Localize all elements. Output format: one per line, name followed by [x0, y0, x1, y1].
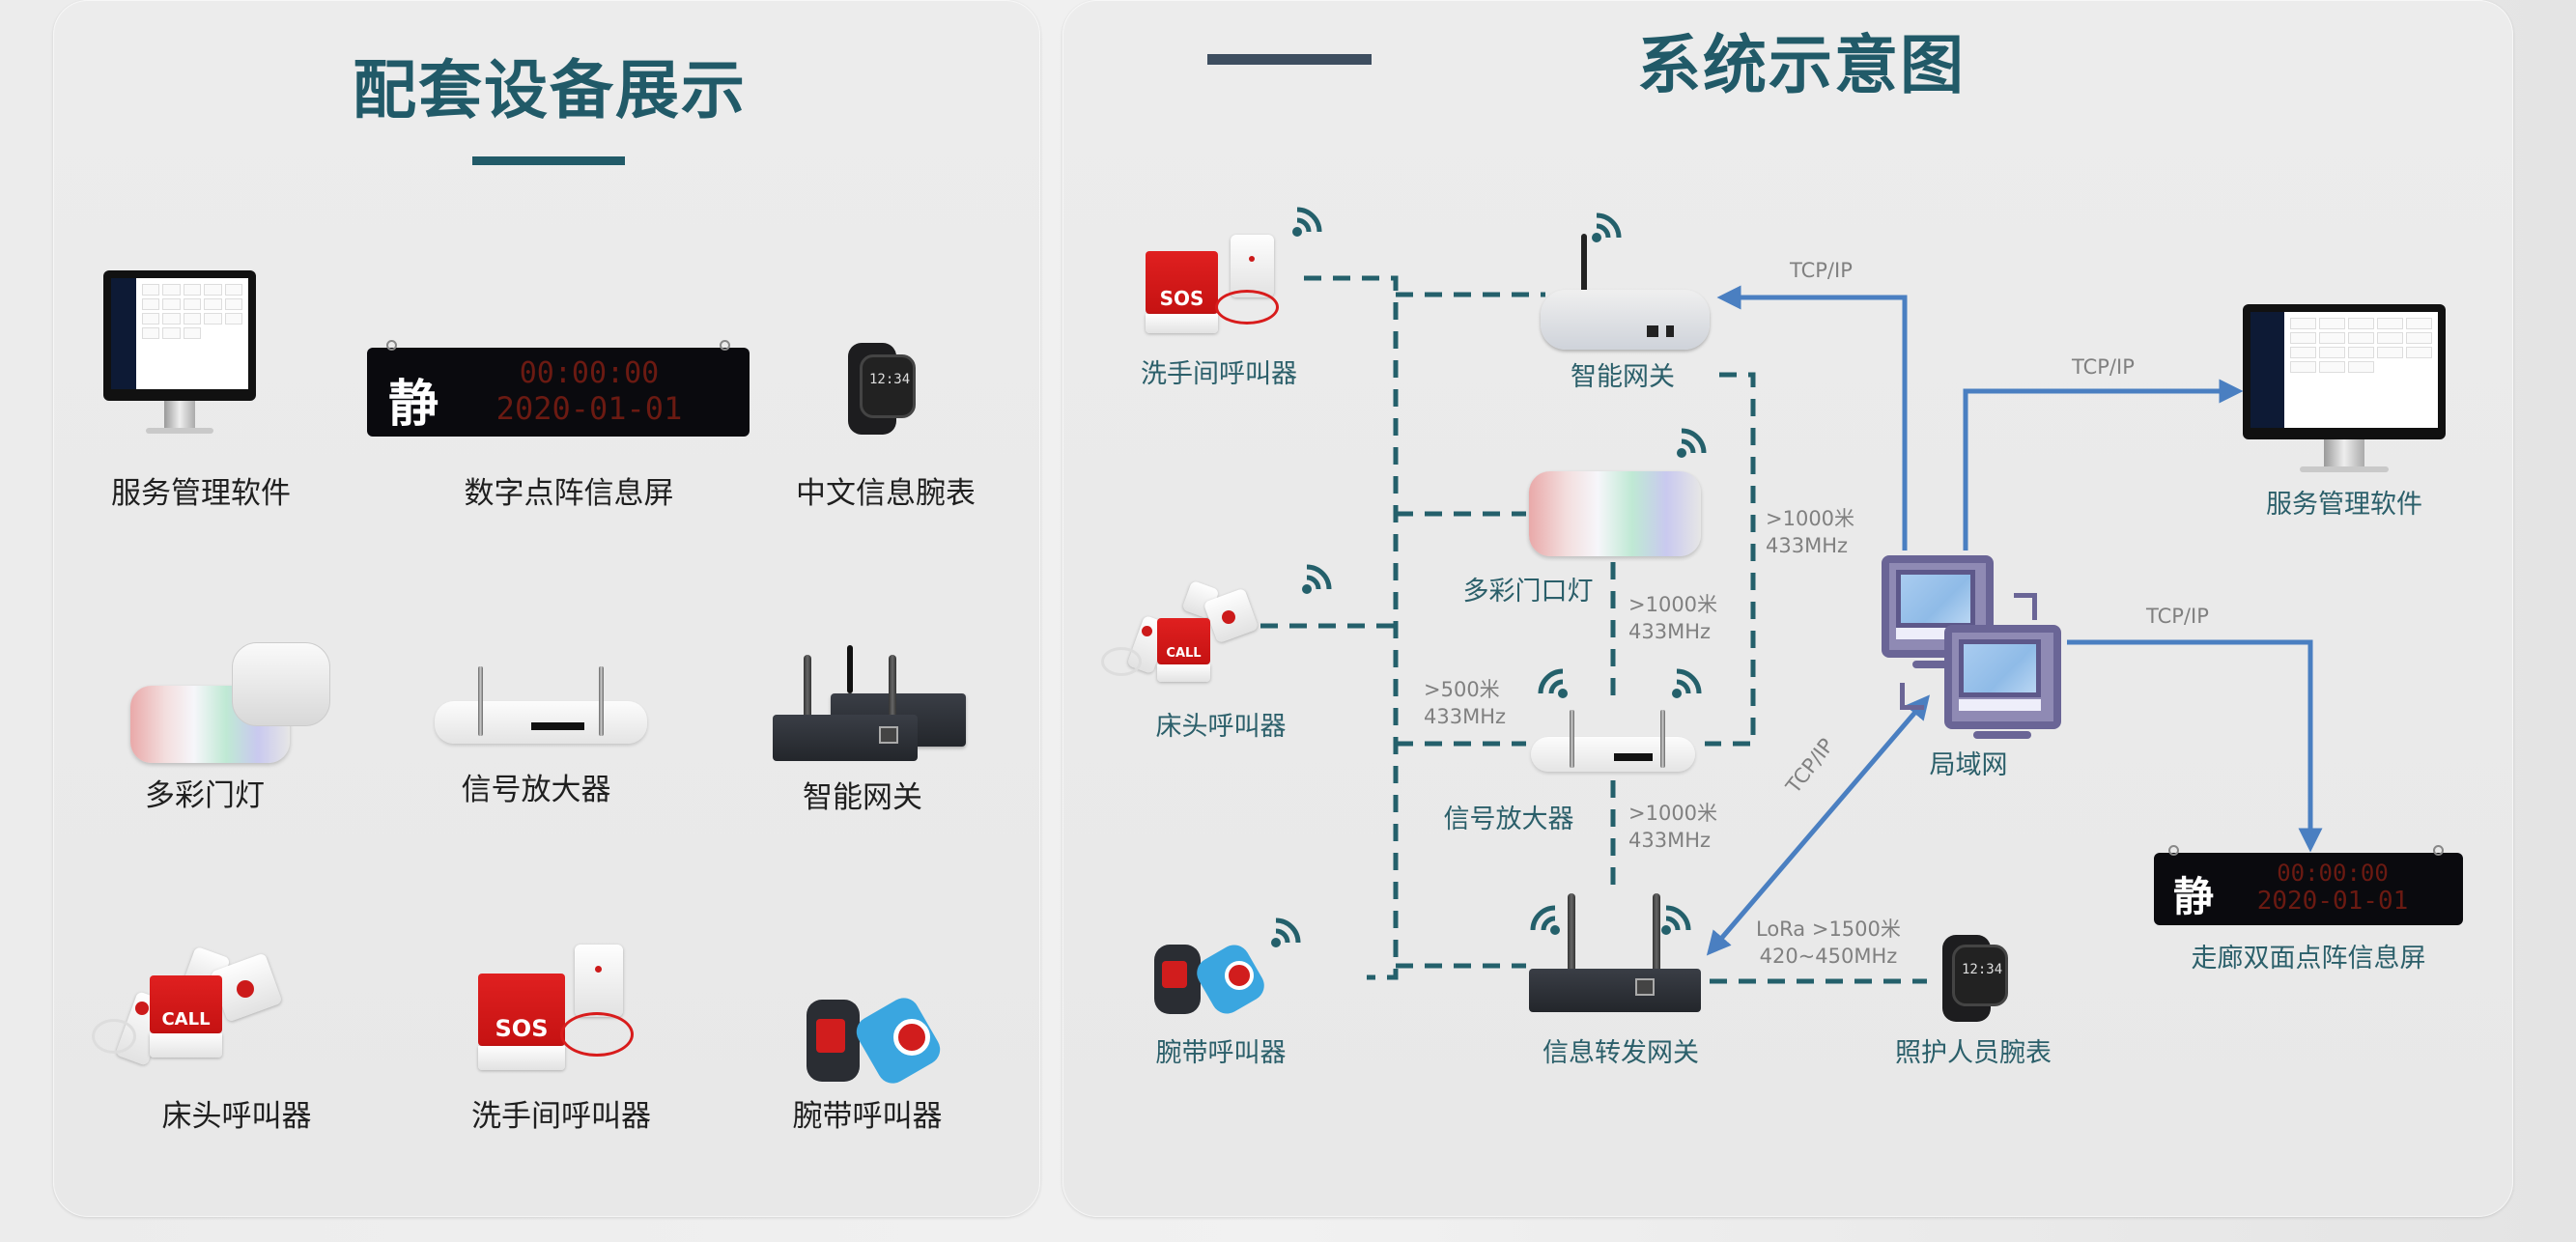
gateway-icon: [773, 645, 966, 761]
device-label-bathroom-caller: 洗手间呼叫器: [471, 1099, 651, 1134]
node-wrist-caller: [1154, 939, 1289, 1020]
system-diagram-panel: [1062, 0, 2513, 1217]
led-date: 2020-01-01: [495, 390, 683, 427]
wifi-icon: [1538, 668, 1568, 698]
door-light-icon: [130, 637, 338, 763]
rf-link-gateway-amp: [1705, 372, 1756, 747]
sos-button-icon: SOS: [478, 945, 642, 1089]
wristband-icon: [807, 992, 971, 1089]
device-label-signal-amp: 信号放大器: [461, 773, 611, 807]
wifi-icon: [1672, 668, 1702, 698]
node-label-bedside-caller: 床头呼叫器: [1155, 712, 1287, 742]
lan-icon: [1879, 552, 2062, 739]
wifi-icon: [1530, 905, 1560, 935]
node-label-smart-gateway: 智能网关: [1571, 362, 1675, 392]
device-label-info-watch: 中文信息腕表: [796, 476, 976, 511]
node-forward-gateway: [1529, 893, 1701, 1014]
wifi-icon: [1292, 207, 1322, 237]
title-decor-bar: [1207, 54, 1372, 65]
node-carer-watch: 12:34: [1935, 935, 2012, 1022]
led-time: 00:00:00: [519, 356, 660, 390]
node-smart-gateway: [1541, 234, 1714, 350]
node-label-door-light: 多彩门口灯: [1462, 577, 1594, 607]
link-label-lan-display: TCP/IP: [2146, 605, 2209, 628]
node-label-carer-watch: 照护人员腕表: [1895, 1038, 2052, 1068]
link-label-lan-software: TCP/IP: [2072, 355, 2135, 379]
node-software-monitor: [2243, 304, 2446, 478]
node-bathroom-caller: SOS: [1146, 232, 1290, 338]
equipment-title: 配套设备展示: [353, 53, 747, 127]
link-label-gateway-lan: TCP/IP: [1790, 259, 1853, 282]
equipment-panel: 配套设备展示 服务管理软件 静 00:00:00 2020-01-01 数字点阵…: [53, 0, 1040, 1217]
wifi-icon: [1677, 428, 1707, 458]
monitor-icon: [103, 270, 256, 439]
tcp-links: [1706, 285, 2323, 956]
rf-links: [1260, 275, 1927, 984]
node-bedside-caller: CALL: [1101, 579, 1260, 695]
device-label-wrist-caller: 腕带呼叫器: [792, 1099, 943, 1134]
node-label-corridor-display: 走廊双面点阵信息屏: [2191, 944, 2426, 974]
title-underline: [472, 156, 625, 165]
tcp-link-software: [1963, 379, 2244, 550]
link-label-light-amp: >1000米 433MHz: [1628, 593, 1718, 643]
node-corridor-display: 静 00:00:00 2020-01-01: [2154, 845, 2463, 925]
node-label-lan: 局域网: [1929, 750, 2008, 780]
diagram-title: 系统示意图: [1637, 28, 1966, 102]
device-label-door-light: 多彩门灯: [145, 778, 265, 813]
node-door-light: [1529, 471, 1701, 558]
node-label-software: 服务管理软件: [2266, 490, 2422, 520]
link-label-amp-forward: >1000米 433MHz: [1628, 802, 1718, 852]
node-label-forward-gateway: 信息转发网关: [1543, 1038, 1699, 1068]
device-label-led-display: 数字点阵信息屏: [464, 476, 674, 511]
link-label-bed-amp: >500米 433MHz: [1424, 678, 1507, 728]
amplifier-icon: [435, 666, 647, 744]
device-label-bedside-caller: 床头呼叫器: [161, 1099, 312, 1134]
tcp-link-gateway: [1716, 285, 1908, 550]
device-label-smart-gateway: 智能网关: [803, 780, 922, 815]
wifi-icon: [1271, 917, 1301, 947]
node-label-wrist-caller: 腕带呼叫器: [1155, 1038, 1287, 1068]
node-label-signal-amp: 信号放大器: [1443, 804, 1574, 834]
link-label-gateway-amp: >1000米 433MHz: [1766, 507, 1855, 557]
led-board-icon: 静 00:00:00 2020-01-01: [367, 340, 750, 437]
tcp-link-display: [2067, 639, 2323, 853]
wifi-icon: [1592, 212, 1622, 242]
call-button-icon: CALL: [92, 942, 283, 1087]
wifi-icon: [1661, 905, 1691, 935]
node-signal-amp: [1531, 710, 1695, 774]
watch-icon: 12:34: [840, 343, 918, 435]
link-label-forward-watch: LoRa >1500米 420~450MHz: [1756, 917, 1901, 968]
tcp-link-forward: [1706, 708, 1919, 956]
rf-link-bus: [1304, 275, 1399, 980]
device-label-service-software: 服务管理软件: [111, 476, 291, 511]
wifi-icon: [1302, 564, 1332, 594]
node-label-bathroom-caller: 洗手间呼叫器: [1141, 359, 1297, 389]
